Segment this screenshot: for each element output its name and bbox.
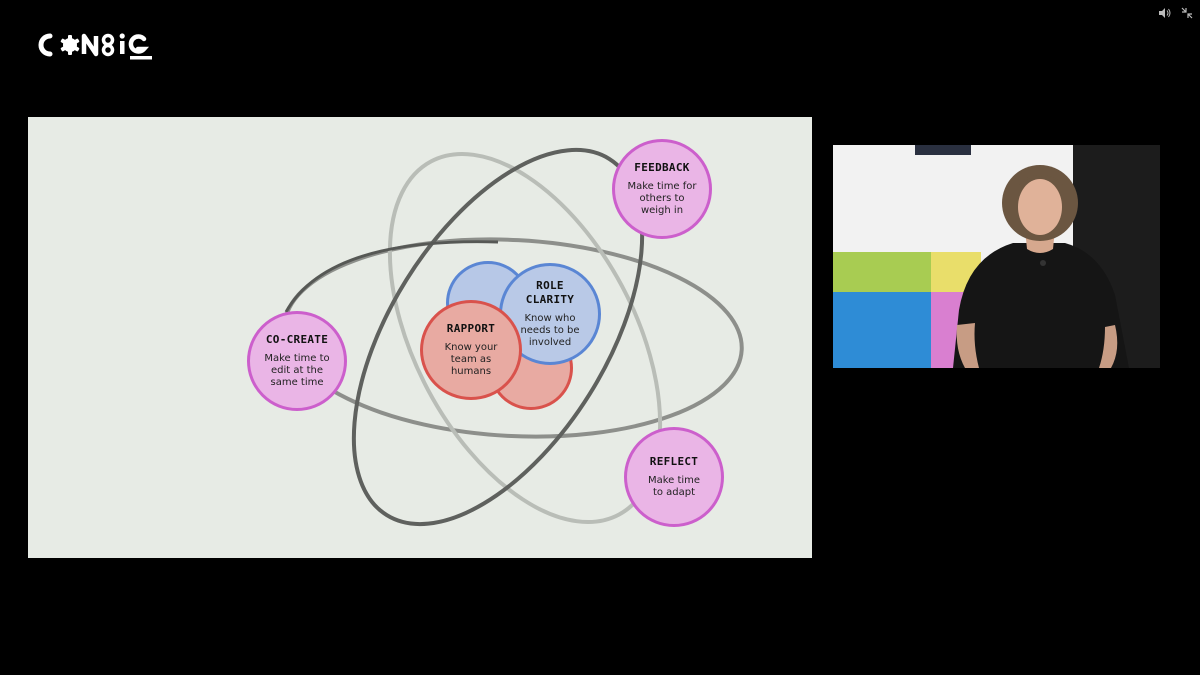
reflect-circle: REFLECT Make time to adapt xyxy=(624,427,724,527)
reflect-desc: Make time to adapt xyxy=(647,475,701,498)
presenter-video-frame xyxy=(833,145,1160,368)
co-create-circle: CO-CREATE Make time to edit at the same … xyxy=(247,311,347,411)
config-logo xyxy=(38,33,152,60)
rapport-title: RAPPORT xyxy=(446,322,496,335)
feedback-circle: FEEDBACK Make time for others to weigh i… xyxy=(612,139,712,239)
co-create-desc: Make time to edit at the same time xyxy=(264,353,330,388)
co-create-title: CO-CREATE xyxy=(265,333,329,346)
speaker-icon[interactable] xyxy=(1158,6,1172,20)
feedback-title: FEEDBACK xyxy=(634,161,690,174)
rapport-desc: Know your team as humans xyxy=(444,342,498,377)
presenter-video xyxy=(833,145,1160,368)
rapport-circle: RAPPORT Know your team as humans xyxy=(420,300,522,400)
feedback-desc: Make time for others to weigh in xyxy=(627,181,697,216)
exit-fullscreen-icon[interactable] xyxy=(1180,6,1194,20)
reflect-title: REFLECT xyxy=(649,455,699,468)
presentation-slide: ROLE CLARITY Know who needs to be involv… xyxy=(28,117,812,558)
role-clarity-title: ROLE CLARITY xyxy=(525,279,575,306)
role-clarity-desc: Know who needs to be involved xyxy=(520,313,580,348)
